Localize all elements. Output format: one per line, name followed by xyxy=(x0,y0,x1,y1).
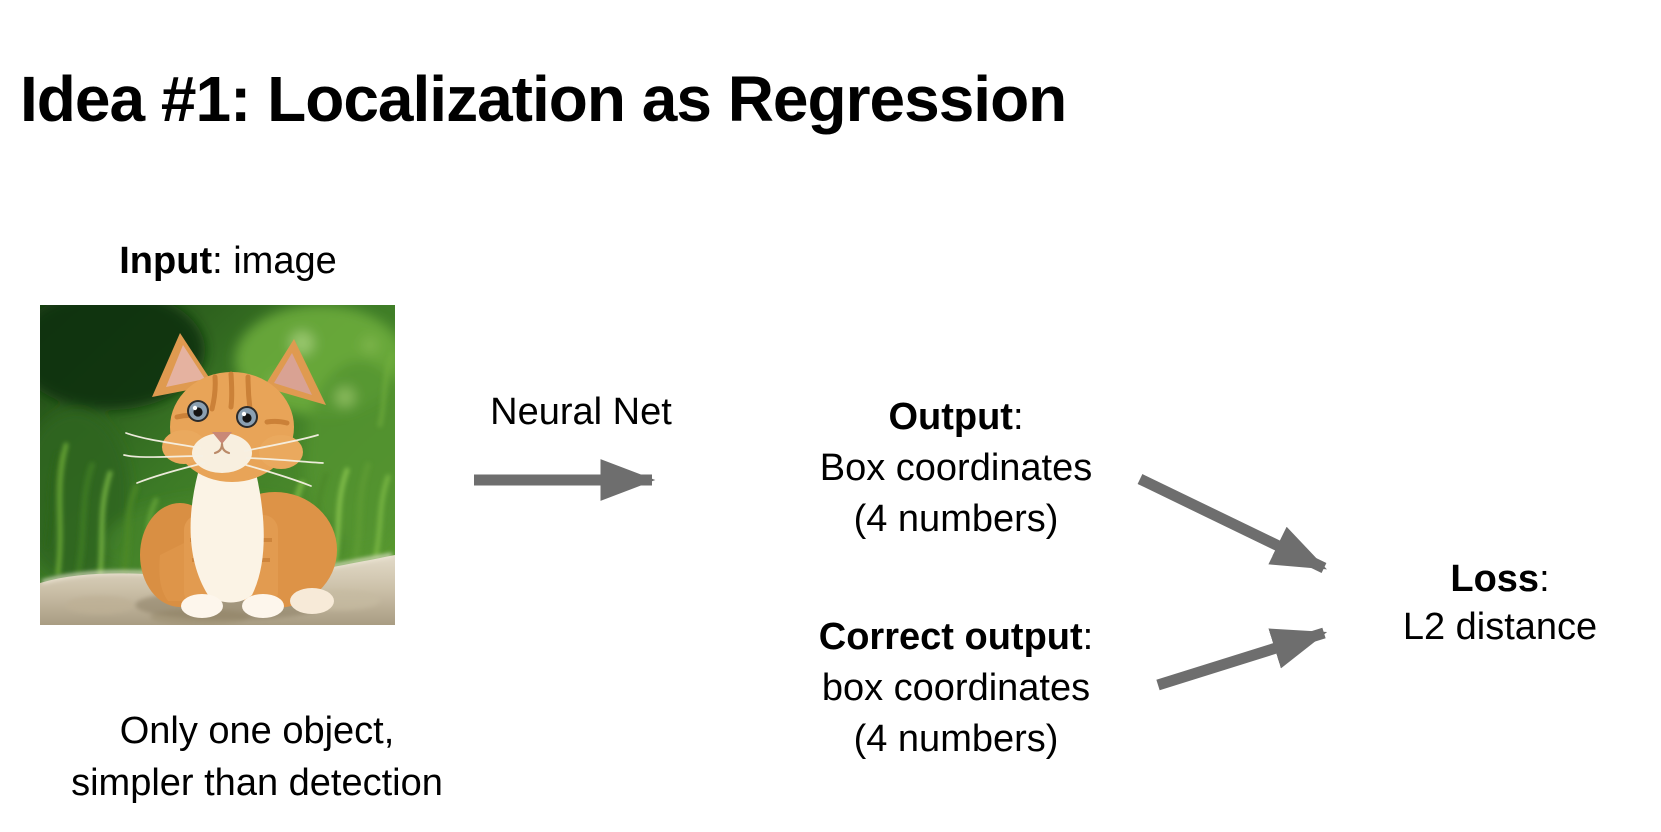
loss-line-l2-distance: L2 distance xyxy=(1402,606,1598,648)
output-line-box-coordinates: Box coordinates xyxy=(819,447,1093,489)
cat-photo xyxy=(15,290,415,625)
correct-output-line-4-numbers: (4 numbers) xyxy=(853,718,1059,760)
loss-heading-bold: Loss xyxy=(1450,558,1540,600)
output-line-4-numbers: (4 numbers) xyxy=(853,498,1059,540)
input-caption-line1: Only one object, xyxy=(119,710,395,752)
correct-output-heading-bold: Correct output xyxy=(818,616,1083,658)
loss-block: Loss: L2 distance xyxy=(1350,555,1650,651)
neural-net-label: Neural Net xyxy=(490,391,672,433)
input-label: Input: image xyxy=(30,237,426,285)
loss-heading-colon: : xyxy=(1539,558,1550,600)
correct-output-line-box-coordinates: box coordinates xyxy=(821,667,1091,709)
output-block: Output: Box coordinates (4 numbers) xyxy=(756,392,1156,545)
kitten-photo-illustration xyxy=(15,290,415,625)
output-heading-bold: Output xyxy=(888,396,1013,438)
correct-to-loss-arrow-icon xyxy=(1156,627,1328,691)
output-heading: Output: xyxy=(756,392,1156,443)
input-caption: Only one object, simpler than detection xyxy=(17,705,497,809)
correct-output-heading-colon: : xyxy=(1082,616,1094,658)
input-label-bold: Input xyxy=(119,240,213,282)
output-to-loss-arrow-icon xyxy=(1137,474,1327,573)
input-caption-line2: simpler than detection xyxy=(71,762,443,804)
correct-output-block: Correct output: box coordinates (4 numbe… xyxy=(756,612,1156,765)
input-label-rest: : image xyxy=(212,240,337,282)
slide-title: Idea #1: Localization as Regression xyxy=(20,62,1067,135)
loss-heading: Loss: xyxy=(1350,555,1650,603)
output-heading-colon: : xyxy=(1012,396,1024,438)
correct-output-heading: Correct output: xyxy=(756,612,1156,663)
